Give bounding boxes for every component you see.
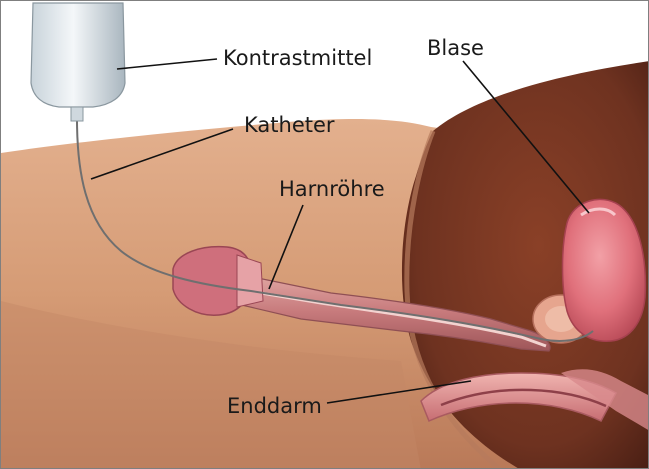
leader-contrast [117,59,217,69]
label-urethra: Harnröhre [279,177,385,201]
bag-connector [71,107,83,121]
bladder [563,199,646,341]
contrast-bag [31,3,125,107]
label-catheter: Katheter [244,113,335,137]
glans-cut [237,255,263,307]
label-rectum: Enddarm [227,394,322,418]
label-bladder: Blase [427,36,484,60]
label-contrast: Kontrastmittel [223,46,372,70]
